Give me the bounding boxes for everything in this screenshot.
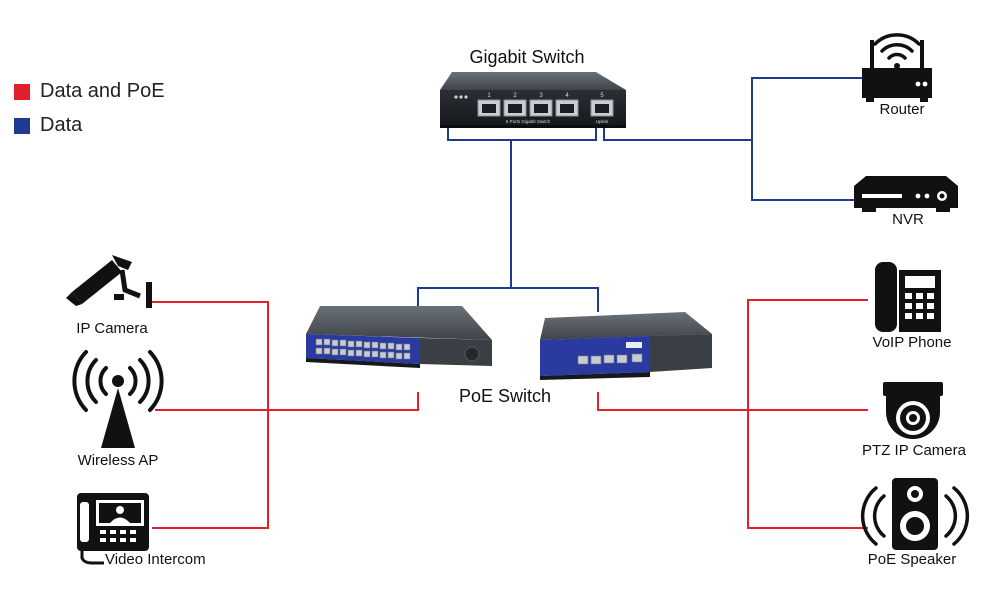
data-links bbox=[417, 77, 862, 312]
label-nvr: NVR bbox=[892, 211, 924, 228]
label-voip-phone: VoIP Phone bbox=[872, 334, 952, 351]
legend-swatch-poe bbox=[14, 83, 30, 100]
legend-label-poe: Data and PoE bbox=[40, 80, 165, 102]
label-router: Router bbox=[879, 101, 925, 118]
port-number-2: 2 bbox=[513, 93, 517, 99]
link-uplink-to-nvr bbox=[751, 140, 855, 201]
poe-links bbox=[152, 299, 868, 529]
nvr-icon bbox=[854, 176, 958, 212]
cctv-camera-icon bbox=[66, 255, 152, 308]
poe-switch-4-port bbox=[540, 312, 712, 380]
gigabit-switch: 1 2 3 4 5 5 Ports Gigabit Switch Uplink bbox=[440, 72, 626, 128]
gigabit-switch-title: Gigabit Switch bbox=[469, 47, 585, 67]
poe-switch-label: PoE Switch bbox=[458, 386, 552, 406]
legend-item-poe: Data and PoE bbox=[14, 80, 165, 103]
port-number-5: 5 bbox=[600, 93, 604, 99]
legend-item-data: Data bbox=[14, 114, 82, 137]
port-number-3: 3 bbox=[539, 93, 543, 99]
port-number-1: 1 bbox=[487, 93, 491, 99]
label-video-intercom: Video Intercom bbox=[105, 551, 206, 568]
label-wireless-ap: Wireless AP bbox=[77, 452, 159, 469]
link-wireless-ap bbox=[155, 392, 419, 411]
link-voip-phone bbox=[747, 299, 868, 529]
gigabit-front-text: 5 Ports Gigabit Switch bbox=[506, 119, 551, 124]
label-ip-camera: IP Camera bbox=[76, 320, 148, 337]
voip-phone-icon bbox=[875, 262, 941, 332]
gigabit-uplink-text: Uplink bbox=[596, 119, 609, 124]
label-ptz-ip-camera: PTZ IP Camera bbox=[862, 442, 966, 459]
legend-label-data: Data bbox=[40, 114, 83, 136]
link-ptz-camera bbox=[597, 392, 868, 411]
ptz-camera-icon bbox=[883, 382, 943, 439]
link-uplink-to-router bbox=[603, 77, 862, 141]
label-poe-speaker: PoE Speaker bbox=[867, 551, 957, 568]
poe-switch-24-port bbox=[306, 306, 492, 368]
wireless-ap-icon bbox=[72, 350, 164, 448]
speaker-icon bbox=[860, 478, 970, 550]
link-gigabit-left-port bbox=[447, 127, 597, 141]
port-number-4: 4 bbox=[565, 93, 569, 99]
link-gigabit-to-poe-switch-right bbox=[511, 287, 599, 312]
router-icon bbox=[862, 33, 932, 102]
link-ip-camera bbox=[152, 301, 269, 529]
legend-swatch-data bbox=[14, 117, 30, 134]
video-intercom-icon bbox=[77, 493, 149, 565]
link-gigabit-to-poe-switches bbox=[417, 140, 512, 312]
